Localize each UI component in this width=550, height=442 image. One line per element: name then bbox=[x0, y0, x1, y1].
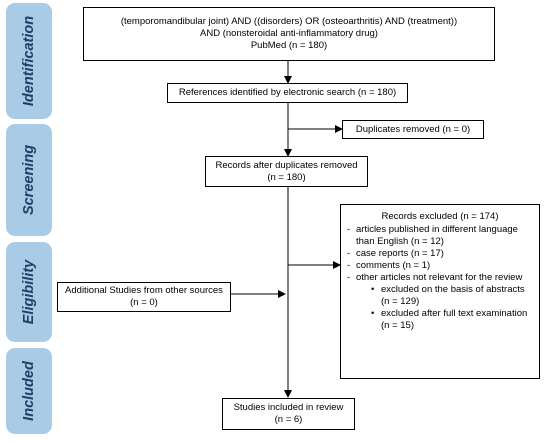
phase-screening: Screening bbox=[6, 124, 52, 236]
phase-eligibility: Eligibility bbox=[6, 242, 52, 342]
phase-included-label: Included bbox=[21, 361, 37, 421]
excluded-item-comments: comments (n = 1) bbox=[347, 260, 533, 272]
excluded-item-language: articles published in different language… bbox=[347, 224, 533, 248]
identified-text: References identified by electronic sear… bbox=[178, 87, 397, 98]
duplicates-removed-box: Duplicates removed (n = 0) bbox=[342, 120, 484, 139]
additional-studies-box: Additional Studies from other sources (n… bbox=[57, 282, 231, 312]
phase-included: Included bbox=[6, 348, 52, 434]
phase-identification: Identification bbox=[6, 3, 52, 119]
search-query-box: (temporomandibular joint) AND ((disorder… bbox=[83, 7, 495, 61]
phase-identification-label: Identification bbox=[21, 15, 37, 107]
search-query-line-1: (temporomandibular joint) AND ((disorder… bbox=[120, 16, 458, 27]
search-query-line-2: AND (nonsteroidal anti-inflammatory drug… bbox=[200, 28, 378, 39]
additional-studies-line-2: (n = 0) bbox=[130, 297, 158, 308]
duplicates-removed-text: Duplicates removed (n = 0) bbox=[355, 123, 471, 135]
excluded-sub-full-text: excluded after full text examination (n … bbox=[347, 308, 533, 332]
studies-included-box: Studies included in review (n = 6) bbox=[222, 398, 355, 430]
excluded-item-case-reports: case reports (n = 17) bbox=[347, 248, 533, 260]
studies-included-line-2: (n = 6) bbox=[274, 414, 303, 425]
after-duplicates-line-1: Records after duplicates removed bbox=[215, 159, 358, 171]
additional-studies-line-1: Additional Studies from other sources bbox=[65, 285, 223, 296]
records-excluded-box: Records excluded (n = 174) articles publ… bbox=[340, 204, 540, 379]
search-query-line-3: PubMed (n = 180) bbox=[250, 40, 328, 51]
phase-eligibility-label: Eligibility bbox=[21, 259, 37, 325]
identified-box: References identified by electronic sear… bbox=[167, 83, 408, 103]
phase-screening-label: Screening bbox=[21, 144, 37, 216]
excluded-sub-abstracts: excluded on the basis of abstracts (n = … bbox=[347, 284, 533, 308]
after-duplicates-box: Records after duplicates removed (n = 18… bbox=[205, 156, 368, 187]
after-duplicates-line-2: (n = 180) bbox=[267, 171, 306, 183]
studies-included-line-1: Studies included in review bbox=[233, 402, 344, 413]
records-excluded-title: Records excluded (n = 174) bbox=[381, 211, 499, 222]
excluded-item-not-relevant: other articles not relevant for the revi… bbox=[347, 272, 533, 284]
